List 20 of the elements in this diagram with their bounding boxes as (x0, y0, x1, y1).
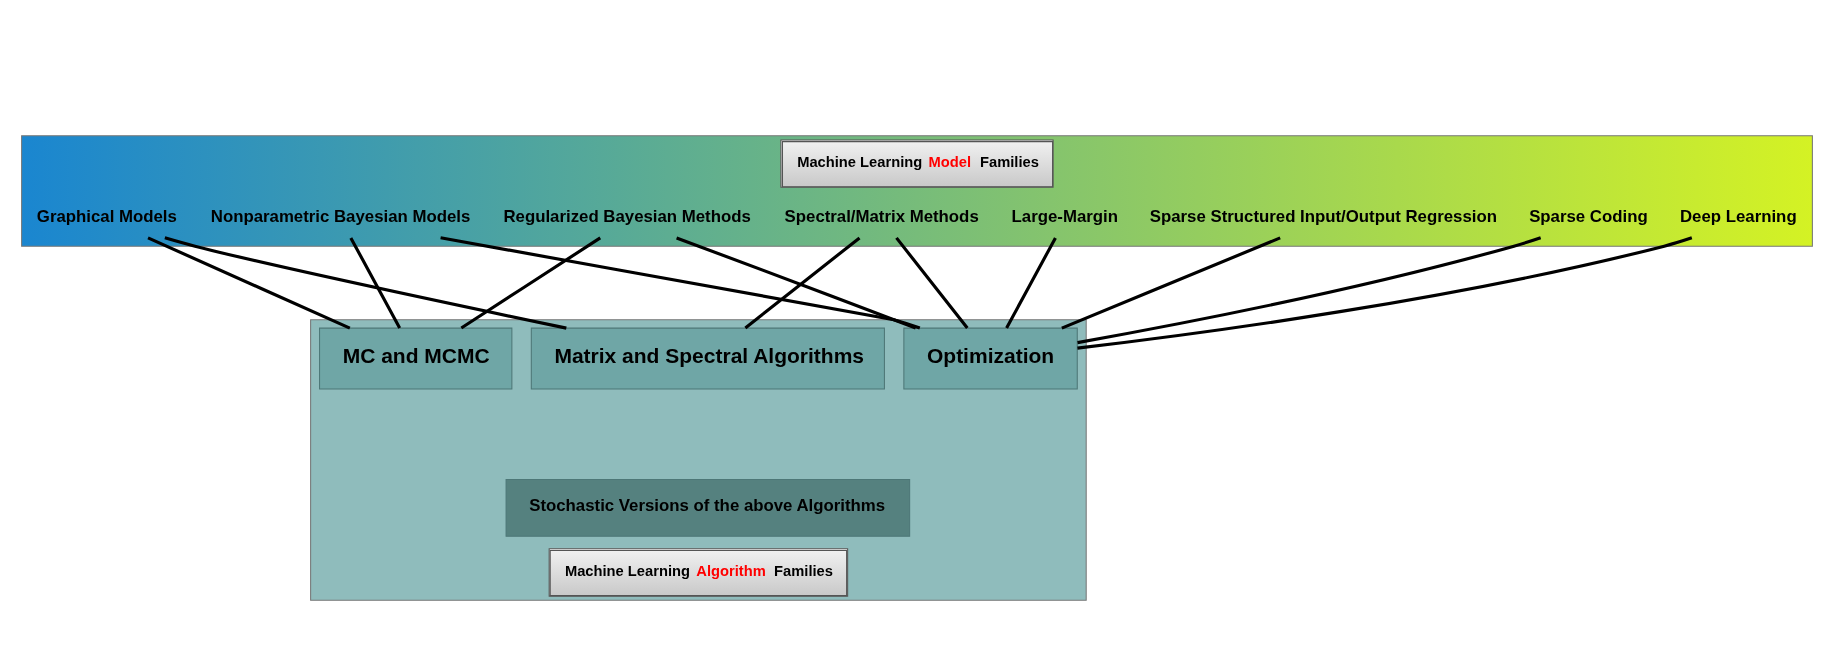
node-box: Optimization (902, 327, 1078, 390)
node-text: Graphical Models (36, 206, 177, 226)
node-text: Sparse Structured Input/Output Regression (1149, 206, 1497, 226)
connector (1076, 236, 1541, 345)
connector (1076, 236, 1692, 350)
connector (894, 236, 969, 329)
node-text: Regularized Bayesian Methods (502, 206, 751, 226)
node-box: Matrix and Spectral Algorithms (530, 327, 885, 390)
connector (439, 236, 920, 330)
node-text: Large-Margin (1011, 206, 1118, 226)
node-text: Nonparametric Bayesian Models (210, 206, 470, 226)
connector (146, 236, 350, 330)
node-text: Sparse Coding (1528, 206, 1648, 226)
connector (459, 236, 601, 330)
connector (675, 236, 916, 330)
connector (743, 236, 860, 330)
node-text: Spectral/Matrix Methods (784, 206, 979, 226)
node-box: Stochastic Versions of the above Algorithms (505, 478, 910, 537)
node-box: MC and MCMC (318, 327, 512, 390)
node-text: Deep Learning (1679, 206, 1797, 226)
